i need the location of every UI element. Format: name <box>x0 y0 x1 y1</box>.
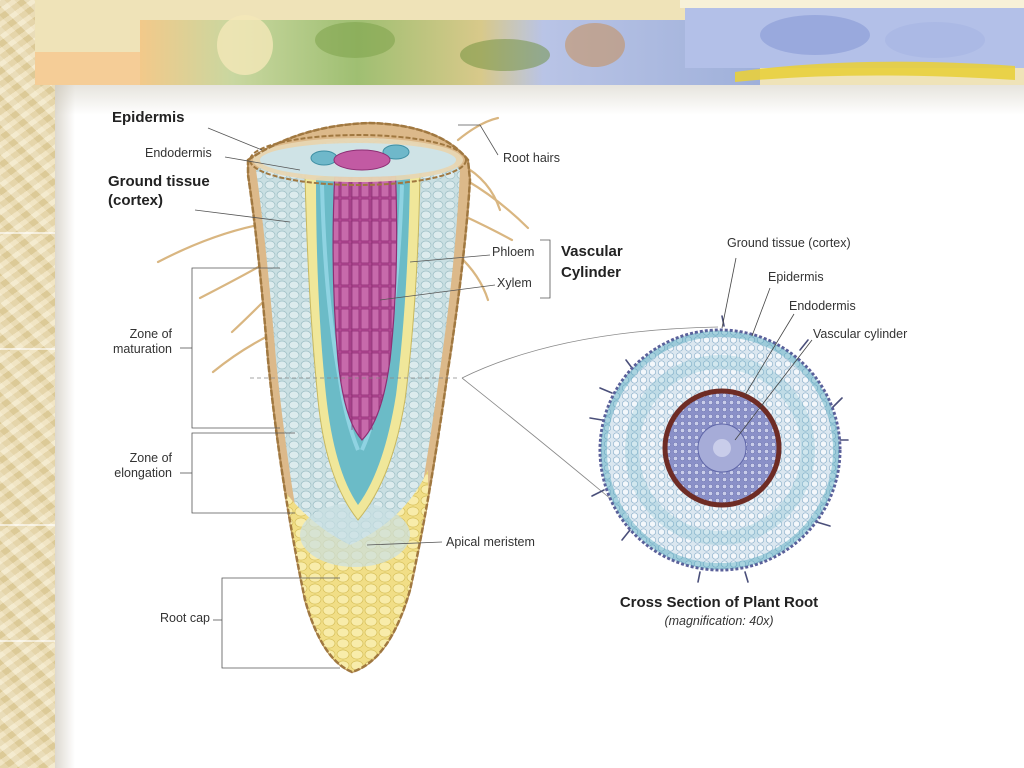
label-root-cap: Root cap <box>160 611 210 625</box>
strip-seam <box>0 524 55 526</box>
label-vascular: Vascular <box>561 243 623 260</box>
label-xylem: Xylem <box>497 276 532 290</box>
label-endodermis: Endodermis <box>145 146 212 160</box>
leader-lines-left <box>180 124 551 669</box>
label-phloem: Phloem <box>492 245 534 259</box>
label-epidermis: Epidermis <box>112 109 185 126</box>
panel-shadow-top <box>55 85 1024 115</box>
decorative-top-banner <box>35 0 1024 85</box>
caption-subtitle: (magnification: 40x) <box>664 614 773 628</box>
label-zone-maturation-2: maturation <box>113 342 172 356</box>
label-cs-endodermis: Endodermis <box>789 299 856 313</box>
label-apical-meristem: Apical meristem <box>446 535 535 549</box>
label-zone-elongation-1: Zone of <box>130 451 173 465</box>
strip-seam <box>0 640 55 642</box>
banner-art <box>35 0 1024 85</box>
label-cortex: (cortex) <box>108 192 163 209</box>
label-cs-ground-tissue: Ground tissue (cortex) <box>727 236 851 250</box>
cross-section-micrograph <box>589 315 849 583</box>
label-ground-tissue: Ground tissue <box>108 173 210 190</box>
leader-lines-right <box>721 257 813 441</box>
caption-title: Cross Section of Plant Root <box>620 594 818 611</box>
label-cs-vascular-cylinder: Vascular cylinder <box>813 327 907 341</box>
label-zone-elongation-2: elongation <box>114 466 172 480</box>
label-cs-epidermis: Epidermis <box>768 270 824 284</box>
cross-section-projection <box>250 326 719 501</box>
strip-seam <box>0 232 55 234</box>
label-zone-maturation-1: Zone of <box>130 327 173 341</box>
strip-seam <box>0 348 55 350</box>
label-cylinder: Cylinder <box>561 264 621 281</box>
root-longitudinal-section <box>246 121 472 674</box>
content-panel <box>55 85 1024 768</box>
panel-shadow <box>55 85 75 768</box>
label-root-hairs: Root hairs <box>503 151 560 165</box>
